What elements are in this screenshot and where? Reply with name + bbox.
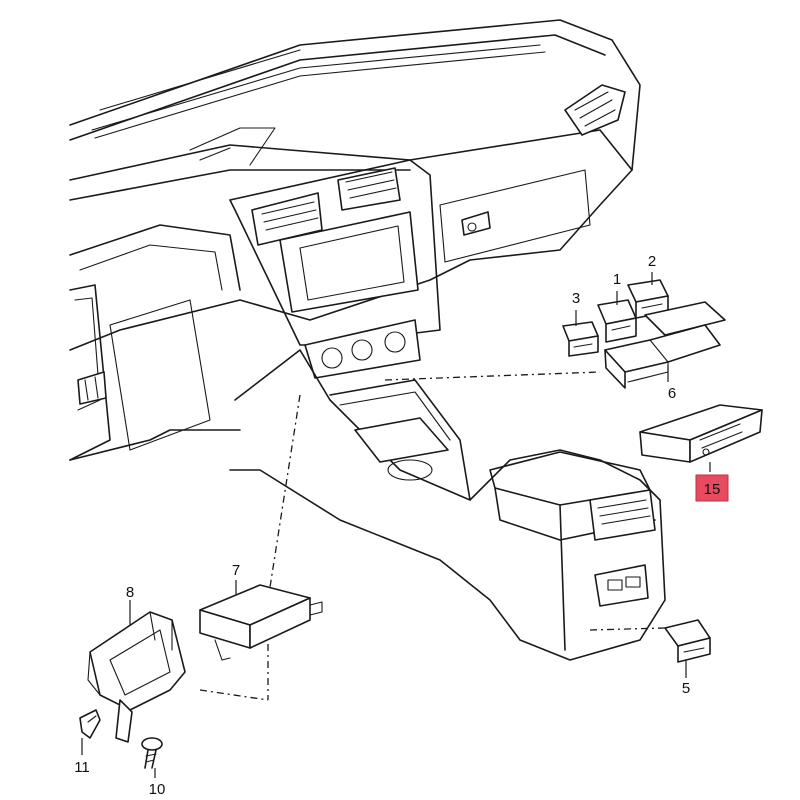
part-1-usb-socket[interactable]: [597, 299, 637, 343]
part-3-usb-socket[interactable]: [562, 321, 599, 357]
callout-10: 10: [149, 781, 166, 798]
callout-15: 15: [704, 481, 721, 498]
callout-6: 6: [668, 385, 676, 402]
callout-11: 11: [74, 759, 90, 776]
callout-8: 8: [126, 584, 134, 601]
callout-1: 1: [613, 271, 621, 288]
part-5-usb-socket[interactable]: [664, 619, 711, 663]
callout-2: 2: [648, 253, 656, 270]
center-stack: [229, 159, 441, 379]
part-7-electronic-module[interactable]: [199, 584, 323, 661]
leader-lines: [199, 371, 666, 701]
part-11-clip[interactable]: [79, 709, 101, 739]
part-15-control-unit[interactable]: [639, 404, 763, 463]
callout-15-highlight[interactable]: 15: [695, 474, 729, 502]
part-8-holder[interactable]: [87, 611, 186, 743]
center-console: [229, 349, 666, 661]
part-6-mounting-bracket[interactable]: [604, 301, 726, 389]
callout-leaders: [81, 272, 711, 778]
highlight-box: [695, 474, 729, 502]
callout-7: 7: [232, 562, 240, 579]
part-10-screw[interactable]: [141, 737, 163, 769]
callout-3: 3: [572, 290, 580, 307]
callout-5: 5: [682, 680, 690, 697]
